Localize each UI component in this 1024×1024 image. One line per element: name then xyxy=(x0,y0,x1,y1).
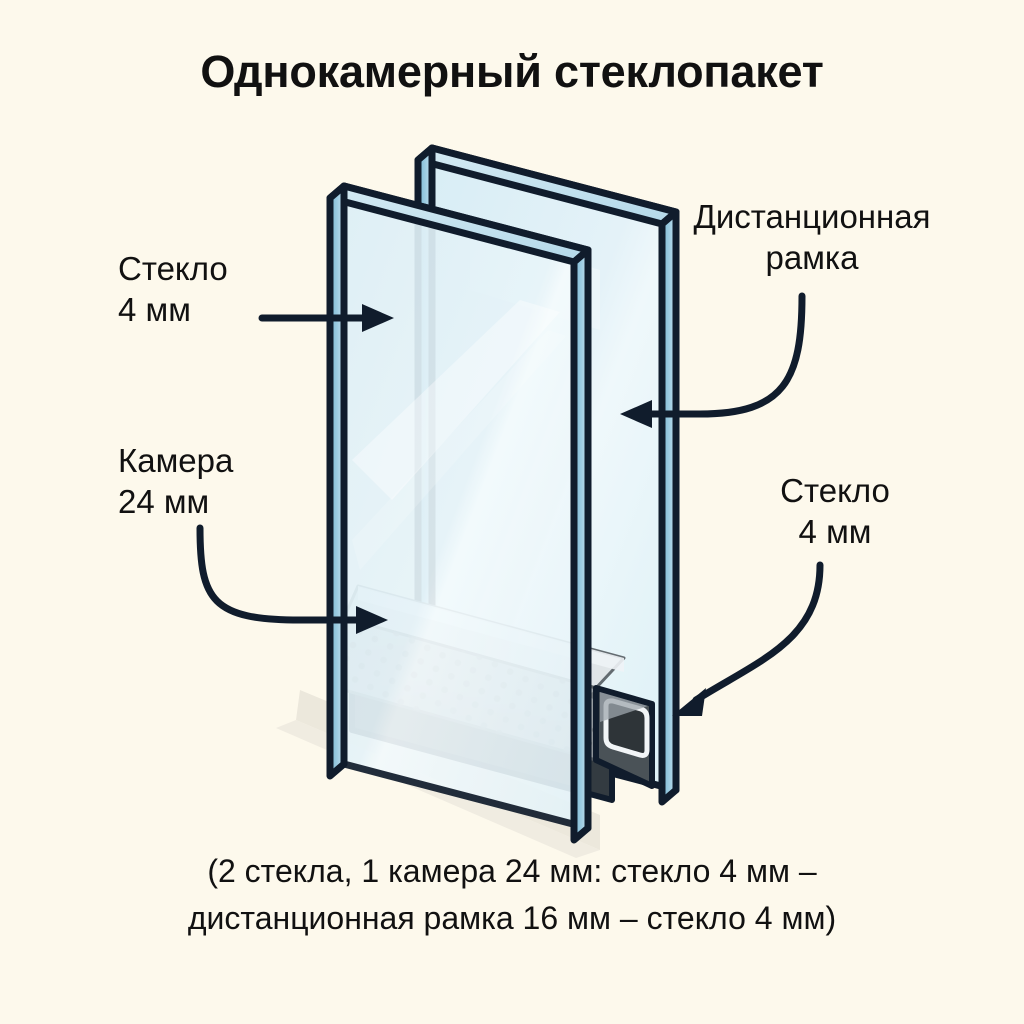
label-glass-right: Стекло 4 мм xyxy=(780,472,890,550)
arrowhead-spacer xyxy=(620,400,652,428)
arrowhead-chamber xyxy=(356,606,388,634)
arrowhead-glass-right xyxy=(672,688,706,716)
callout-arrows xyxy=(196,292,824,704)
callout-arrowheads xyxy=(356,304,706,716)
caption-line-2: дистанционная рамка 16 мм – стекло 4 мм) xyxy=(187,900,837,936)
arrow-glass-right xyxy=(692,561,824,704)
caption: (2 стекла, 1 камера 24 мм: стекло 4 мм –… xyxy=(0,848,1024,942)
label-glass-left: Стекло 4 мм xyxy=(118,250,228,328)
page-title: Однокамерный стеклопакет xyxy=(200,46,824,97)
front-glass-pane xyxy=(326,182,592,844)
label-chamber: Камера 24 мм xyxy=(118,442,234,520)
label-spacer-frame: Дистанционная рамка xyxy=(693,198,931,276)
arrowhead-glass-left xyxy=(362,304,394,332)
caption-line-1: (2 стекла, 1 камера 24 мм: стекло 4 мм – xyxy=(207,853,817,889)
arrow-chamber xyxy=(196,524,368,624)
arrow-spacer xyxy=(638,292,806,418)
